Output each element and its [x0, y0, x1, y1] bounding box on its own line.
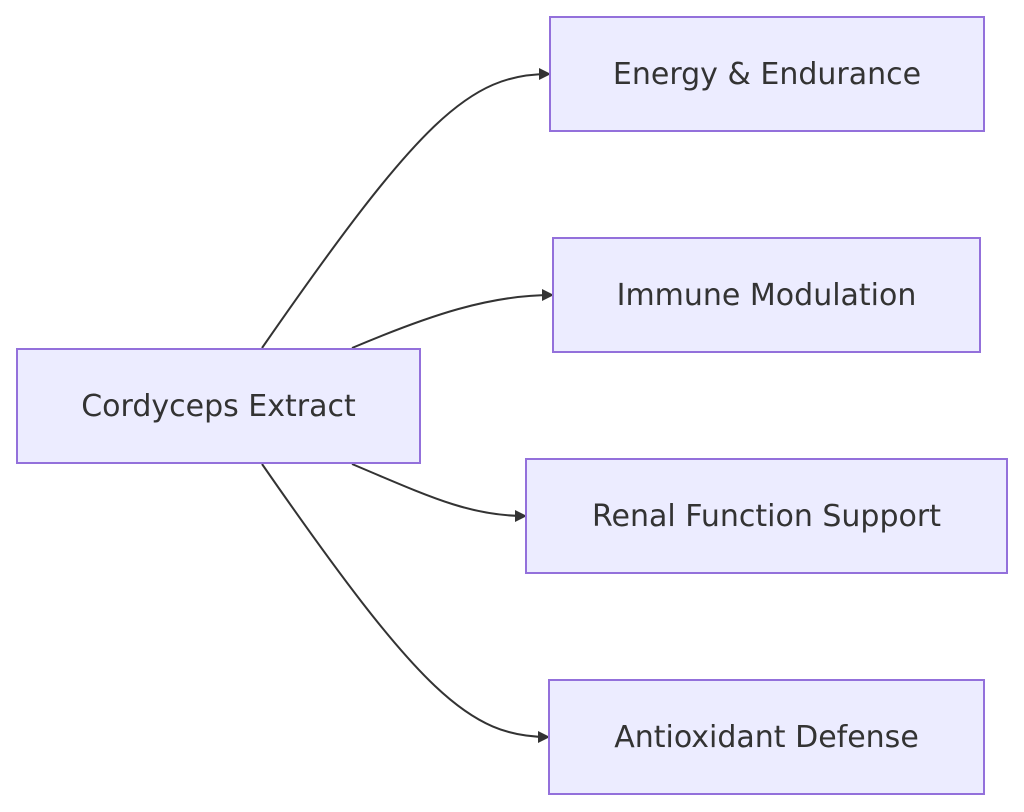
node-label: Energy & Endurance [612, 56, 922, 92]
node-immune-modulation[interactable]: Immune Modulation [552, 237, 981, 353]
node-cordyceps-extract[interactable]: Cordyceps Extract [16, 348, 421, 464]
edge-to-renal-function-support [351, 463, 527, 522]
node-label: Renal Function Support [592, 498, 941, 534]
node-label: Cordyceps Extract [81, 388, 356, 424]
node-antioxidant-defense[interactable]: Antioxidant Defense [548, 679, 985, 795]
node-renal-function-support[interactable]: Renal Function Support [525, 458, 1008, 574]
edge-to-antioxidant-defense [261, 463, 550, 743]
node-label: Immune Modulation [616, 277, 917, 313]
node-energy-endurance[interactable]: Energy & Endurance [549, 16, 985, 132]
node-label: Antioxidant Defense [614, 719, 919, 755]
edge-to-energy-endurance [261, 68, 551, 349]
edge-to-immune-modulation [351, 289, 554, 349]
